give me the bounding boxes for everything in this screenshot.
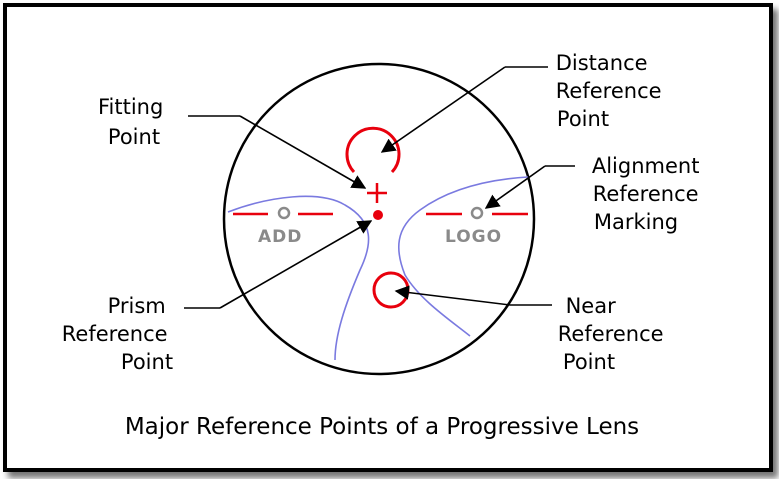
- label-fitting-point: Fitting Point: [98, 95, 170, 149]
- arrow-prism-reference: [219, 220, 373, 309]
- alignment-circle-left: [277, 206, 291, 220]
- arrow-alignment-reference: [484, 165, 546, 209]
- arrow-distance-reference: [380, 66, 506, 153]
- arrow-near-reference: [394, 285, 511, 306]
- near-reference-circle: [372, 271, 410, 309]
- corridor-boundary-right: [398, 176, 529, 337]
- arrow-fitting-point: [239, 115, 367, 189]
- diagram-frame: [3, 3, 773, 472]
- alignment-circle-right: [470, 206, 484, 220]
- label-alignment-reference-marking: Alignment Reference Marking: [592, 154, 706, 234]
- diagram-caption: Major Reference Points of a Progressive …: [125, 414, 639, 440]
- label-distance-reference-point: Distance Reference Point: [556, 51, 668, 131]
- logo-engraving: LOGO: [445, 227, 502, 247]
- prism-reference-dot: [373, 210, 383, 220]
- label-prism-reference-point: Prism Reference Point: [62, 294, 174, 374]
- add-engraving: ADD: [258, 227, 302, 247]
- lens-outline: [222, 62, 536, 376]
- distance-reference-circle: [345, 126, 401, 174]
- label-near-reference-point: Near Reference Point: [558, 294, 670, 374]
- corridor-boundary-left: [227, 195, 370, 361]
